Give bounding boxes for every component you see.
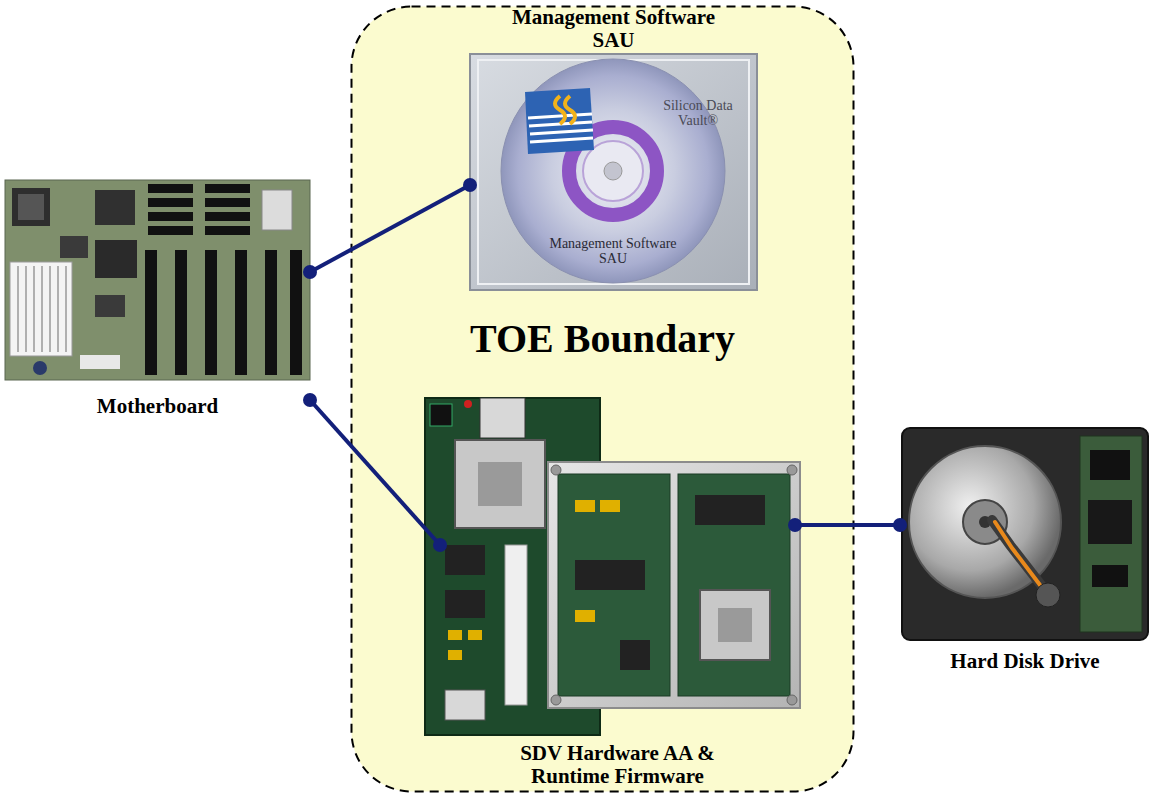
cd-picture (470, 54, 757, 290)
part-caption: Hard Disk Drive (950, 650, 1099, 673)
disc-brand: Silicon Data Vault® (652, 98, 744, 129)
boundary-region: TOE Boundary Management Software SAU SDV H… (350, 5, 855, 793)
connector-dot (303, 265, 317, 279)
connector-line (795, 523, 900, 527)
motherboard-picture (5, 180, 310, 380)
part-caption: Motherboard (97, 395, 218, 418)
disc-title: Management Software SAU (545, 236, 681, 267)
dashed-boundary (352, 7, 854, 792)
part-caption: SDV Hardware AA & Runtime Firmware (509, 742, 727, 788)
drive-box: Hard Disk Drive (900, 425, 1150, 675)
connector-dot (893, 518, 907, 532)
connector-dot (463, 178, 477, 192)
region-title: TOE Boundary (470, 317, 735, 361)
connector-dot (433, 538, 447, 552)
part-caption: Management Software SAU (498, 6, 730, 52)
boundary-outline (350, 5, 855, 793)
connector-dot (303, 393, 317, 407)
hardware-box: SDV Hardware AA & Runtime Firmware (440, 395, 795, 790)
motherboard-box: Motherboard (5, 178, 310, 420)
connector-dot (788, 518, 802, 532)
hard-disk-picture (902, 428, 1148, 640)
